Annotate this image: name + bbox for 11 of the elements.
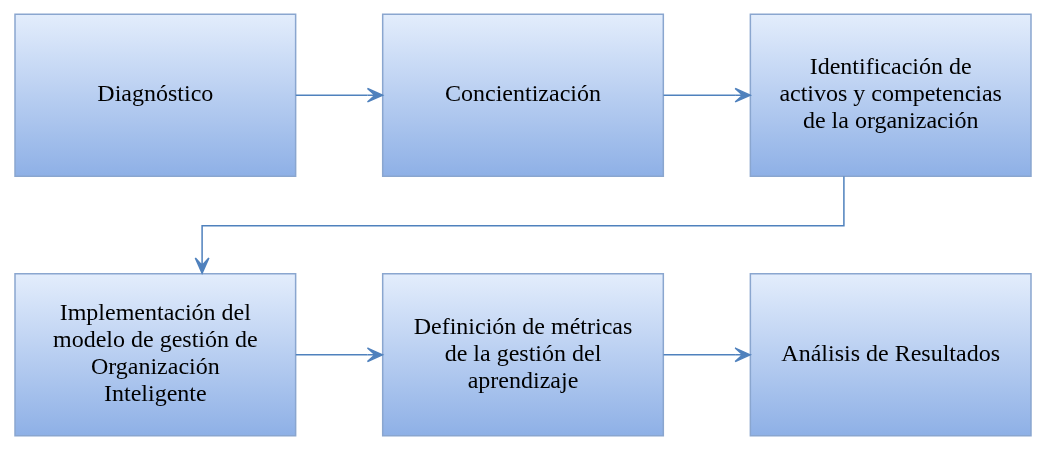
arrow — [194, 175, 845, 274]
arrow — [295, 347, 384, 363]
arrow — [662, 87, 751, 103]
arrow — [662, 347, 751, 363]
node-box: Concientización — [381, 13, 665, 177]
node-box: Identificación de activos y competencias de la organización — [749, 13, 1032, 177]
arrow — [295, 87, 384, 103]
node-box: Implementación del modelo de gestión de Organización Inteligente — [14, 273, 297, 437]
node-box: Diagnóstico — [14, 13, 297, 177]
node-box: Definición de métricas de la gestión del aprendizaje — [381, 273, 665, 437]
node-box: Análisis de Resultados — [749, 273, 1032, 437]
